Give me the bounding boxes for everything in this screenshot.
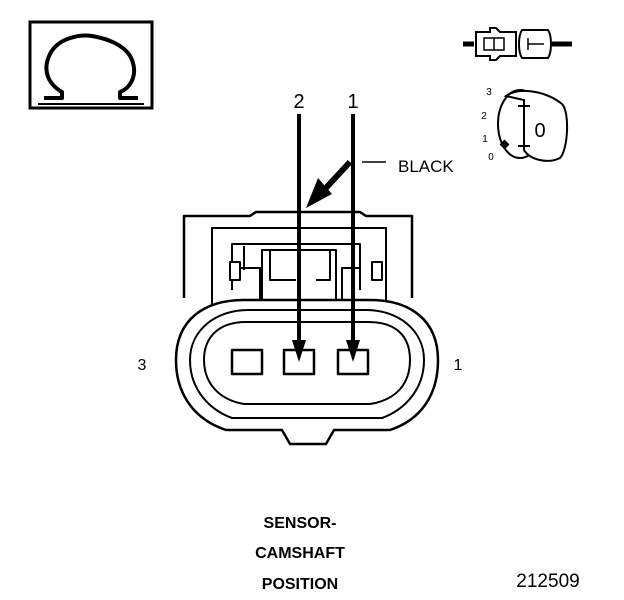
cavity-number-left: 3 <box>138 357 147 374</box>
caption-line-1: SENSOR- <box>264 515 337 532</box>
ignition-key-icon: 0 3 2 1 0 <box>481 87 568 163</box>
ohm-icon <box>44 33 138 100</box>
probe-arrow-2 <box>292 114 306 362</box>
ohm-symbol-box: Ω <box>28 20 154 110</box>
ignition-key-setting: 0 <box>534 120 545 142</box>
ignition-mark-2: 2 <box>481 111 487 122</box>
cavity-number-right: 1 <box>454 357 463 374</box>
caption-line-3: POSITION <box>262 576 338 593</box>
disconnected-connector-icon <box>463 27 572 61</box>
ignition-mark-3: 3 <box>486 87 492 98</box>
connector-face <box>174 210 440 446</box>
ignition-pointer <box>499 139 510 150</box>
caption-line-2: CAMSHAFT <box>255 545 345 562</box>
probe-arrow-1 <box>346 114 360 362</box>
ignition-mark-0: 0 <box>488 152 494 163</box>
terminal-callout-2: 2 <box>293 91 304 113</box>
pin-cavity-3 <box>230 348 264 376</box>
connector-color-label: BLACK <box>398 157 454 176</box>
terminal-callout-1: 1 <box>347 91 358 113</box>
ignition-mark-1: 1 <box>482 134 488 145</box>
figure-number: 212509 <box>516 571 579 592</box>
color-leader-arrow <box>306 159 386 208</box>
